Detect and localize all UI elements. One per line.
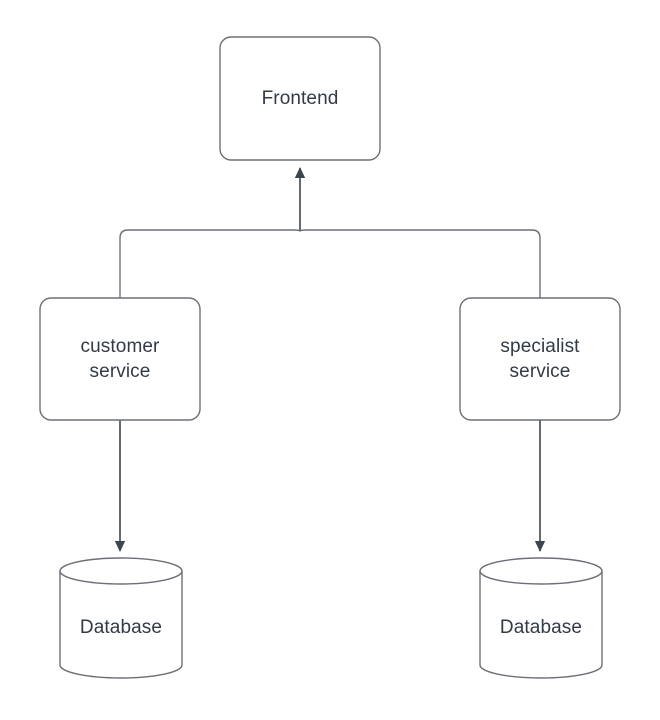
- node-specialist-service-shape[interactable]: [459, 297, 621, 421]
- node-frontend-shape[interactable]: [219, 36, 381, 161]
- edge-customer-service-to-frontend: [119, 229, 301, 299]
- edge-services-to-frontend[interactable]: [119, 167, 541, 299]
- node-specialist-database-shape[interactable]: [479, 557, 603, 679]
- node-customer-service-shape[interactable]: [39, 297, 201, 421]
- edge-specialist-service-to-frontend: [299, 229, 541, 299]
- node-customer-database-shape[interactable]: [59, 557, 183, 679]
